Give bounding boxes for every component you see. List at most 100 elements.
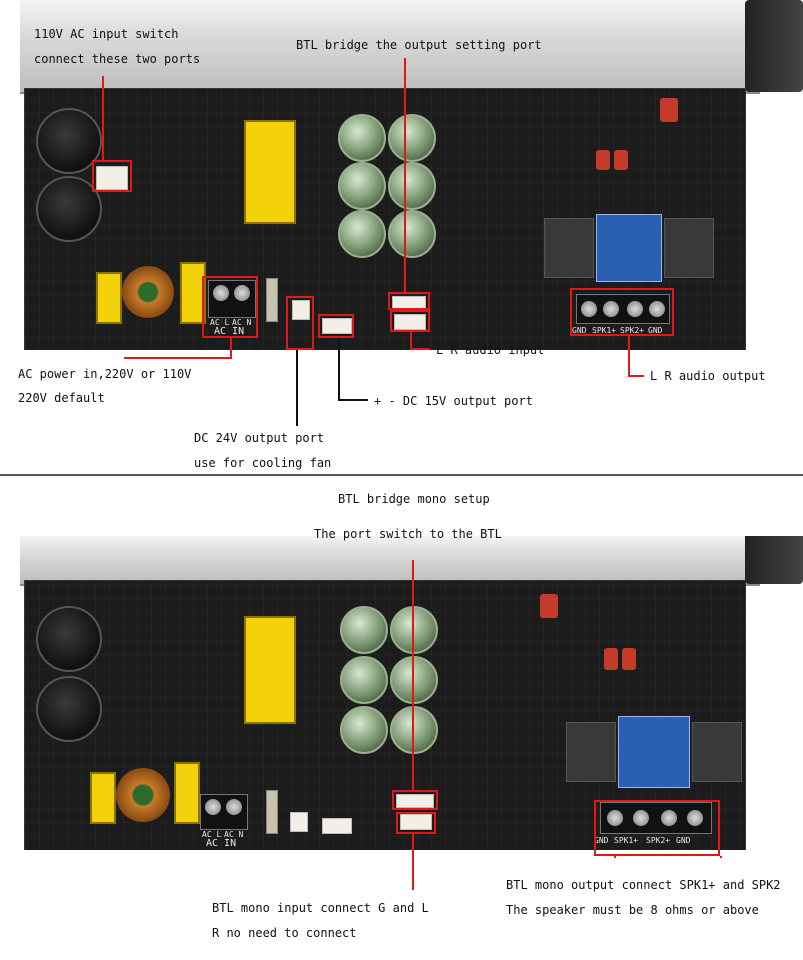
- top-panel: AC L AC N AC IN GND SPK1+ SPK2+ GND: [0, 0, 803, 470]
- relay-blue: [596, 214, 662, 282]
- silk-spk1: SPK1+: [614, 836, 639, 845]
- transformer: [244, 616, 296, 724]
- leader-line: [412, 560, 414, 792]
- green-capacitor: [340, 706, 388, 754]
- leader-line: [404, 58, 406, 294]
- silk-ac-l: AC L: [210, 318, 230, 327]
- silk-ac-n: AC N: [224, 830, 244, 839]
- leader-line: [614, 856, 616, 858]
- label-mono-input-line2: R no need to connect: [212, 926, 357, 940]
- leader-line: [102, 76, 104, 162]
- annotation-box-btl-port: [388, 292, 430, 310]
- leader-line: [296, 350, 298, 426]
- green-capacitor: [340, 656, 388, 704]
- silk-gnd: GND: [594, 836, 609, 845]
- leader-line: [338, 338, 340, 400]
- screw: [581, 301, 597, 317]
- audio-input-connector: [394, 314, 426, 330]
- leader-line: [410, 348, 430, 350]
- silk-gnd2: GND: [648, 326, 663, 335]
- speaker-output-terminal: [576, 294, 670, 324]
- large-capacitor: [36, 108, 102, 174]
- label-dc24-line1: DC 24V output port: [194, 431, 325, 445]
- green-capacitor: [388, 210, 436, 258]
- silk-ac-l: AC L: [202, 830, 222, 839]
- power-resistor: [266, 790, 278, 834]
- red-capacitor: [622, 648, 636, 670]
- screw: [234, 285, 250, 301]
- silk-ac-n: AC N: [232, 318, 252, 327]
- dc15-connector: [322, 318, 352, 334]
- label-ac-power-line1: AC power in,220V or 110V: [18, 367, 192, 381]
- label-dc15-output: + - DC 15V output port: [374, 394, 533, 408]
- annotation-box-mono-input: [396, 812, 436, 834]
- amplifier-board-photo-top: AC L AC N AC IN GND SPK1+ SPK2+ GND: [0, 0, 803, 350]
- screw: [661, 810, 677, 826]
- label-mono-input-line1: BTL mono input connect G and L: [212, 901, 429, 915]
- toroid-inductor: [122, 266, 174, 318]
- silk-ac-in: AC IN: [214, 326, 245, 337]
- toroid-inductor: [116, 768, 170, 822]
- red-capacitor: [596, 150, 610, 170]
- green-capacitor: [340, 606, 388, 654]
- annotation-box-dc15: [318, 314, 354, 338]
- silk-spk2: SPK2+: [620, 326, 645, 335]
- green-capacitor: [390, 656, 438, 704]
- label-lr-audio-input: L R audio input: [436, 343, 545, 357]
- heatsink: [20, 536, 760, 586]
- annotation-box-btl-switch: [392, 790, 438, 810]
- label-btl-mono-setup: BTL bridge mono setup: [338, 492, 490, 506]
- relay-dark: [566, 722, 616, 782]
- label-btl-setting: BTL bridge the output setting port: [296, 38, 542, 52]
- leader-line: [410, 332, 412, 350]
- dc24-connector: [290, 812, 308, 832]
- btl-setting-port: [396, 794, 434, 808]
- ac-switch-port: [96, 166, 128, 190]
- filter-capacitor: [180, 262, 206, 324]
- annotation-box-ac-switch: [92, 160, 132, 192]
- amplifier-board-photo-bottom: AC L AC N AC IN GND SPK1+ SPK2+ GND: [0, 536, 803, 850]
- relay-blue: [618, 716, 690, 788]
- label-ac-power-line2: 220V default: [18, 391, 105, 405]
- cooling-fan: [745, 536, 803, 584]
- red-capacitor: [660, 98, 678, 122]
- screw: [607, 810, 623, 826]
- green-capacitor: [390, 606, 438, 654]
- label-ac-switch-line2: connect these two ports: [34, 52, 201, 66]
- annotation-box-dc24: [286, 296, 314, 350]
- green-capacitor: [338, 210, 386, 258]
- annotation-box-ac-input: [202, 276, 258, 338]
- green-capacitor: [388, 162, 436, 210]
- green-capacitor: [390, 706, 438, 754]
- leader-line: [230, 338, 232, 358]
- label-mono-output-line2: The speaker must be 8 ohms or above: [506, 903, 759, 917]
- relay-dark: [544, 218, 594, 278]
- ac-input-terminal: [200, 794, 248, 830]
- screw: [226, 799, 242, 815]
- red-capacitor: [614, 150, 628, 170]
- label-dc24-line2: use for cooling fan: [194, 456, 332, 470]
- annotation-box-audio-input: [390, 310, 430, 332]
- ac-input-terminal: [208, 280, 256, 318]
- filter-capacitor: [174, 762, 200, 824]
- green-capacitor: [388, 114, 436, 162]
- relay-dark: [664, 218, 714, 278]
- large-capacitor: [36, 176, 102, 242]
- label-mono-output-line1: BTL mono output connect SPK1+ and SPK2: [506, 878, 781, 892]
- dc24-connector: [292, 300, 310, 320]
- screw: [649, 301, 665, 317]
- panel-divider: [0, 474, 803, 476]
- silk-gnd2: GND: [676, 836, 691, 845]
- filter-capacitor: [90, 772, 116, 824]
- green-capacitor: [338, 114, 386, 162]
- silk-ac-in: AC IN: [206, 838, 237, 849]
- label-ac-switch-line1: 110V AC input switch: [34, 27, 179, 41]
- cooling-fan: [745, 0, 803, 92]
- annotation-box-mono-output: [594, 800, 720, 856]
- leader-line: [628, 336, 630, 376]
- leader-line: [628, 375, 644, 377]
- filter-capacitor: [96, 272, 122, 324]
- dc15-connector: [322, 818, 352, 834]
- label-port-switch: The port switch to the BTL: [314, 527, 502, 541]
- leader-line: [720, 856, 722, 858]
